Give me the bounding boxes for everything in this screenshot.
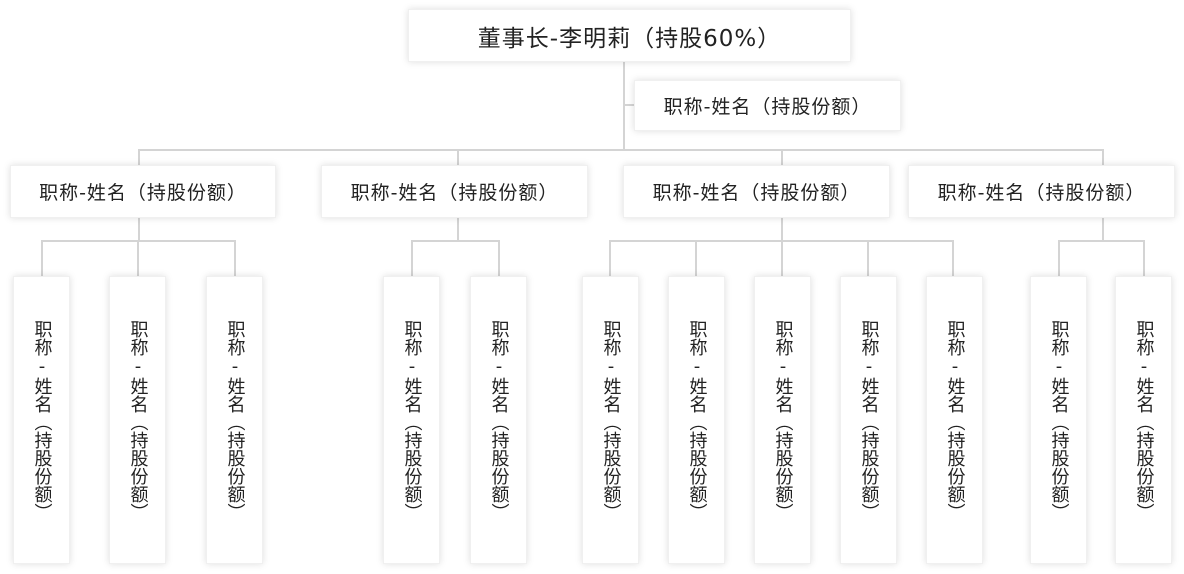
department-node: 职称-姓名（持股份额） (10, 165, 276, 218)
connector-line (138, 149, 1104, 151)
connector-line (1102, 217, 1104, 241)
connector-line (137, 240, 139, 276)
member-node: 职称-姓名（持股份额） (109, 276, 166, 564)
member-node: 职称-姓名（持股份额） (206, 276, 263, 564)
connector-line (1102, 149, 1104, 167)
chairman-node: 董事长-李明莉（持股60%） (408, 9, 851, 62)
connector-line (623, 62, 625, 150)
connector-line (41, 240, 43, 276)
member-node: 职称-姓名（持股份额） (582, 276, 639, 564)
connector-line (1143, 240, 1145, 276)
department-node: 职称-姓名（持股份额） (321, 165, 588, 218)
member-node: 职称-姓名（持股份额） (840, 276, 897, 564)
connector-line (457, 217, 459, 241)
member-node: 职称-姓名（持股份额） (1030, 276, 1087, 564)
member-node: 职称-姓名（持股份额） (13, 276, 70, 564)
connector-line (498, 240, 500, 276)
connector-line (609, 240, 611, 276)
connector-line (457, 149, 459, 167)
connector-line (138, 217, 140, 241)
member-node: 职称-姓名（持股份额） (383, 276, 440, 564)
member-node: 职称-姓名（持股份额） (668, 276, 725, 564)
connector-line (781, 149, 783, 167)
connector-line (781, 217, 783, 241)
connector-line (695, 240, 697, 276)
connector-line (411, 240, 413, 276)
member-node: 职称-姓名（持股份额） (754, 276, 811, 564)
connector-line (867, 240, 869, 276)
connector-line (1058, 240, 1145, 242)
connector-line (623, 104, 635, 106)
connector-line (1058, 240, 1060, 276)
member-node: 职称-姓名（持股份额） (926, 276, 983, 564)
department-node: 职称-姓名（持股份额） (623, 165, 890, 218)
connector-line (952, 240, 954, 276)
member-node: 职称-姓名（持股份额） (470, 276, 527, 564)
side-node: 职称-姓名（持股份额） (634, 80, 901, 131)
connector-line (138, 149, 140, 167)
member-node: 职称-姓名（持股份额） (1115, 276, 1172, 564)
connector-line (411, 240, 500, 242)
connector-line (234, 240, 236, 276)
connector-line (781, 240, 783, 276)
department-node: 职称-姓名（持股份额） (908, 165, 1175, 218)
